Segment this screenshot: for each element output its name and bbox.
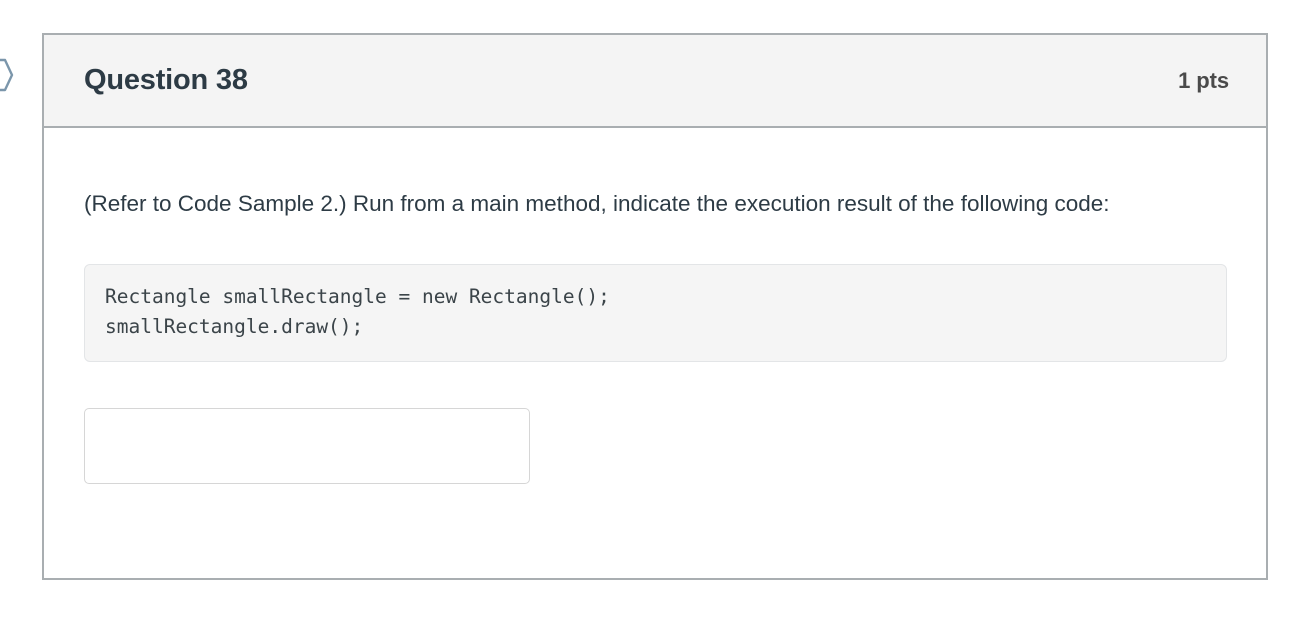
- question-body: (Refer to Code Sample 2.) Run from a mai…: [44, 128, 1266, 484]
- page-title: Question 38: [84, 64, 248, 96]
- code-sample-block: Rectangle smallRectangle = new Rectangle…: [84, 264, 1227, 362]
- question-points-badge: 1 pts: [1178, 67, 1229, 93]
- question-header: Question 38 1 pts: [44, 35, 1266, 128]
- question-card: Question 38 1 pts (Refer to Code Sample …: [42, 33, 1268, 580]
- code-sample-text: Rectangle smallRectangle = new Rectangle…: [105, 285, 610, 338]
- flag-pointer-icon: [0, 57, 14, 93]
- answer-input[interactable]: [84, 408, 530, 484]
- question-prompt-text: (Refer to Code Sample 2.) Run from a mai…: [84, 191, 1110, 216]
